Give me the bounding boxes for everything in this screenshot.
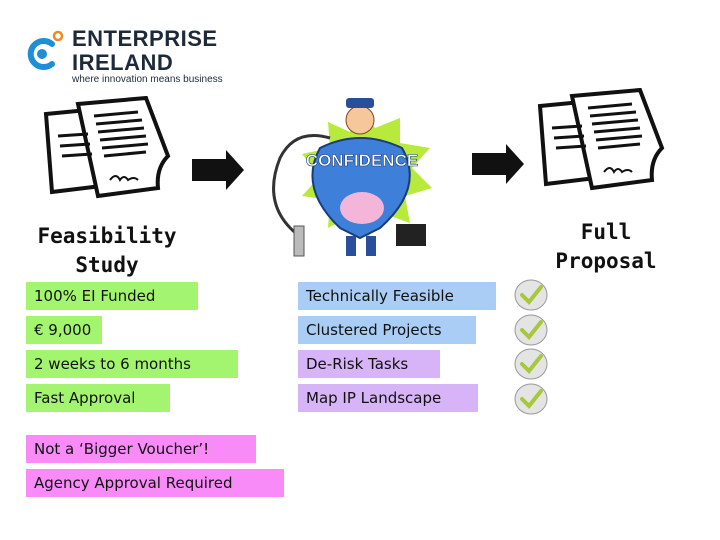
note-not-voucher: Not a ‘Bigger Voucher’! [26, 435, 256, 463]
check-icon [514, 348, 548, 380]
full-proposal-label: Full Proposal [555, 220, 657, 273]
arrow-right-icon [192, 150, 244, 190]
arrow-right-icon [472, 144, 524, 184]
tag-technically-feasible: Technically Feasible [298, 282, 496, 310]
tag-approval: Fast Approval [26, 384, 170, 412]
note-agency-approval: Agency Approval Required [26, 469, 284, 497]
logo-mark-icon [27, 30, 64, 70]
confidence-man-illustration: CONFIDENCE [272, 98, 432, 257]
tag-amount: € 9,000 [26, 316, 102, 344]
right-document-icon [537, 88, 665, 191]
tag-duration: 2 weeks to 6 months [26, 350, 238, 378]
logo-line2: IRELAND [72, 50, 174, 75]
logo-line1: ENTERPRISE [72, 26, 218, 51]
check-icon [514, 279, 548, 311]
logo-tagline: where innovation means business [72, 74, 223, 85]
tag-funding: 100% EI Funded [26, 282, 198, 310]
left-document-icon [43, 96, 171, 199]
confidence-badge-text: CONFIDENCE [306, 151, 418, 170]
tag-map-ip: Map IP Landscape [298, 384, 478, 412]
check-icon [514, 314, 548, 346]
enterprise-ireland-logo: ENTERPRISE IRELAND where innovation mean… [22, 26, 232, 86]
tag-clustered-projects: Clustered Projects [298, 316, 476, 344]
tag-de-risk-tasks: De-Risk Tasks [298, 350, 440, 378]
check-icon [514, 383, 548, 415]
feasibility-study-label: Feasibility Study [37, 224, 177, 277]
